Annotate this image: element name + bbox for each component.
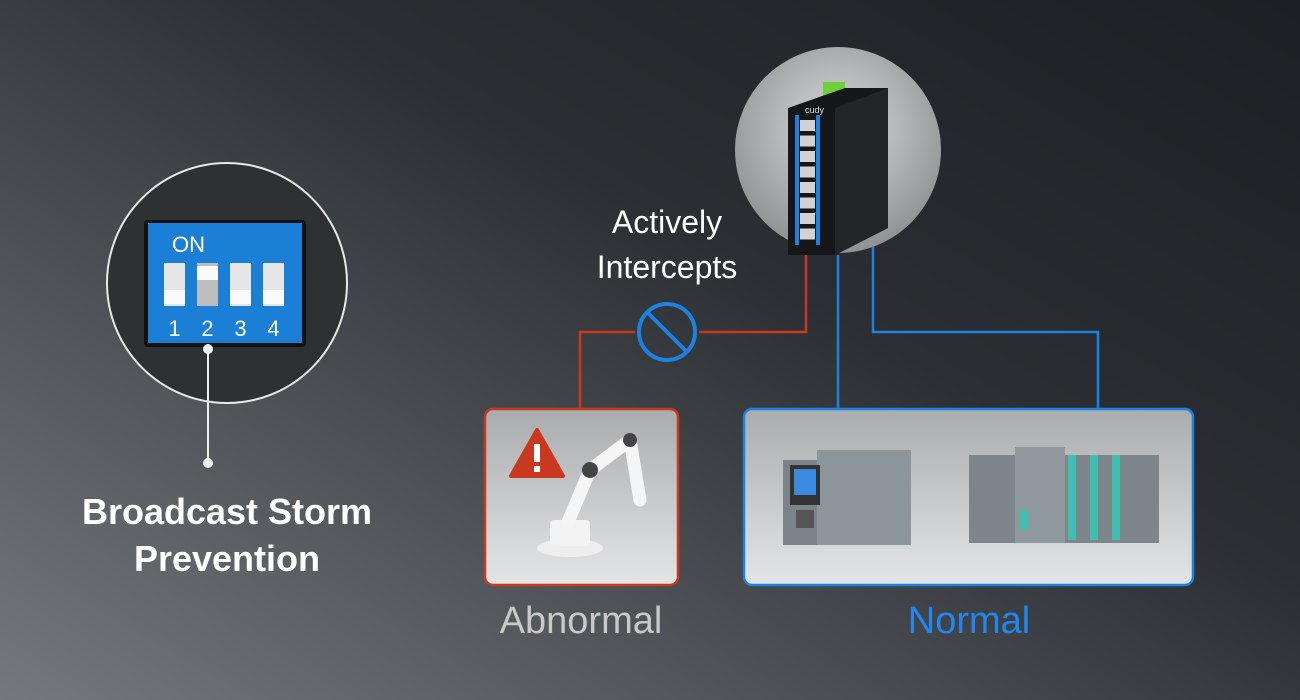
plc-controller-icon bbox=[783, 450, 911, 545]
ethernet-port bbox=[800, 120, 815, 131]
feature-title: Broadcast Storm Prevention bbox=[57, 488, 397, 582]
block-icon bbox=[637, 302, 697, 362]
network-switch-circle: cudy bbox=[735, 47, 941, 255]
ethernet-port bbox=[800, 151, 815, 162]
connector-dot bbox=[203, 344, 213, 354]
dip-switch-number: 2 bbox=[201, 316, 213, 341]
connector-dot bbox=[203, 458, 213, 468]
intercept-label-line2: Intercepts bbox=[596, 249, 738, 285]
dip-on-label: ON bbox=[172, 232, 205, 257]
normal-label: Normal bbox=[907, 600, 1031, 642]
robot-arm-icon bbox=[537, 433, 647, 557]
ethernet-port bbox=[800, 135, 815, 147]
dip-switch-toggle-2: 2 bbox=[197, 263, 218, 341]
dip-switch-number: 4 bbox=[267, 316, 279, 341]
dip-switch-number: 3 bbox=[234, 316, 246, 341]
svg-text:cudy: cudy bbox=[805, 105, 825, 115]
abnormal-device-box bbox=[483, 407, 680, 587]
normal-link-line bbox=[871, 230, 1100, 408]
intercept-label: Actively Intercepts bbox=[547, 200, 787, 290]
feature-title-line1: Broadcast Storm bbox=[81, 491, 373, 532]
ethernet-port bbox=[800, 228, 815, 240]
abnormal-link-line bbox=[578, 250, 808, 408]
ethernet-port bbox=[800, 197, 815, 209]
intercept-label-line1: Actively bbox=[611, 204, 723, 240]
dip-switch-toggle-3: 3 bbox=[230, 263, 251, 341]
plc-controller-icon bbox=[969, 447, 1159, 543]
ethernet-port bbox=[800, 182, 815, 193]
warning-icon bbox=[509, 428, 565, 478]
dip-switch-toggle-4: 4 bbox=[263, 263, 284, 341]
dip-switch-number: 1 bbox=[168, 316, 180, 341]
abnormal-label: Abnormal bbox=[499, 600, 663, 642]
ethernet-port bbox=[800, 166, 815, 178]
network-switch-icon: cudy bbox=[788, 82, 888, 255]
normal-device-box bbox=[742, 407, 1195, 587]
dip-switch-toggle-1: 1 bbox=[164, 263, 185, 341]
feature-title-line2: Prevention bbox=[133, 538, 321, 579]
ethernet-port bbox=[800, 213, 815, 224]
